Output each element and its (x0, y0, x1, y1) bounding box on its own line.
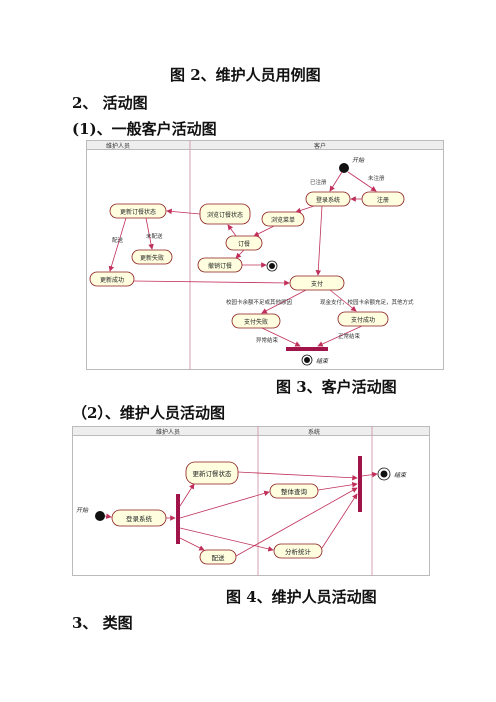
node-register: 注册 (361, 191, 405, 207)
edges (108, 171, 377, 347)
section-3-heading: 3、 类图 (72, 614, 133, 632)
start-label: 开始 (352, 156, 365, 164)
start-node (95, 511, 105, 521)
svg-text:订餐: 订餐 (238, 240, 250, 248)
node-cancel-order: 撤销订餐 (197, 257, 243, 273)
svg-text:支付: 支付 (311, 280, 323, 288)
end-label: 结束 (394, 471, 407, 479)
customer-activity-diagram: 维护人员 客户 开始 更新订餐状态 浏览订餐状态 登录系统 注册 浏览菜单 订餐… (86, 140, 444, 370)
node-browse-menu: 浏览菜单 (261, 211, 305, 227)
node-browse-order-status: 浏览订餐状态 (199, 203, 251, 225)
label-registered: 已注册 (310, 178, 327, 186)
label-normal-end: 正常结束 (338, 332, 361, 340)
join-bar (358, 456, 362, 512)
node-update-fail: 更新失败 (131, 249, 173, 265)
label-abnormal-end: 异常结束 (256, 336, 279, 344)
figure-3-caption: 图 3、客户活动图 (276, 378, 397, 396)
lane-header (72, 426, 430, 436)
svg-text:浏览菜单: 浏览菜单 (271, 216, 295, 224)
end-node (377, 467, 391, 481)
node-update-order-status: 更新订餐状态 (109, 203, 167, 219)
figure-2-caption: 图 2、维护人员用例图 (170, 66, 321, 84)
start-node (339, 163, 349, 173)
fork-bar (176, 494, 180, 544)
svg-text:更新订餐状态: 更新订餐状态 (193, 469, 233, 478)
label-unregistered: 未注册 (368, 174, 385, 182)
svg-text:登录系统: 登录系统 (316, 196, 340, 204)
diagram-frame (72, 426, 430, 576)
start-label: 开始 (76, 506, 89, 514)
node-login-system: 登录系统 (305, 191, 351, 207)
label-fail-condition: 校园卡余额不足或其他原因 (226, 298, 293, 306)
node-order: 订餐 (225, 235, 263, 251)
svg-text:撤销订餐: 撤销订餐 (208, 262, 232, 270)
svg-text:配送: 配送 (212, 553, 226, 562)
node-update-order-status: 更新订餐状态 (185, 461, 239, 485)
node-update-success: 更新成功 (89, 271, 135, 287)
edges (104, 471, 378, 557)
lane-maintainer: 维护人员 (156, 428, 180, 436)
svg-text:登录系统: 登录系统 (126, 514, 153, 523)
maintainer-activity-diagram: 维护人员 系统 开始 登录系统 更新订餐状态 整体查询 配送 分析统计 结束 (72, 426, 430, 576)
subsection-2-heading: （2）、维护人员活动图 (72, 404, 225, 422)
end-node-bottom (301, 354, 313, 366)
svg-text:注册: 注册 (377, 196, 389, 204)
lane-customer: 客户 (314, 142, 326, 150)
node-pay: 支付 (289, 275, 345, 291)
lane-maintainer: 维护人员 (106, 142, 130, 150)
svg-text:支付失败: 支付失败 (244, 318, 268, 326)
end-label: 结束 (316, 357, 329, 365)
svg-text:支付成功: 支付成功 (351, 316, 375, 324)
svg-text:更新成功: 更新成功 (100, 276, 124, 284)
node-login-system: 登录系统 (111, 509, 167, 527)
end-node-top (266, 260, 278, 272)
figure-4-caption: 图 4、维护人员活动图 (226, 588, 377, 606)
lane-system: 系统 (308, 428, 320, 436)
section-2-heading: 2、 活动图 (72, 94, 148, 112)
lane-header (86, 140, 444, 150)
label-deliver: 配送 (112, 236, 124, 244)
join-bar (286, 347, 328, 351)
node-pay-success: 支付成功 (337, 311, 389, 327)
subsection-1-heading: (1)、一般客户活动图 (72, 120, 217, 138)
svg-text:整体查询: 整体查询 (281, 487, 308, 496)
node-analysis: 分析统计 (273, 543, 323, 559)
label-not-delivered: 未配送 (146, 232, 163, 240)
node-pay-fail: 支付失败 (231, 313, 281, 329)
svg-text:浏览订餐状态: 浏览订餐状态 (207, 211, 243, 219)
node-deliver: 配送 (199, 549, 237, 565)
svg-text:更新失败: 更新失败 (140, 254, 164, 262)
node-overall-query: 整体查询 (269, 483, 319, 499)
svg-text:更新订餐状态: 更新订餐状态 (120, 208, 156, 216)
svg-text:分析统计: 分析统计 (285, 547, 312, 556)
label-success-condition: 现金支付，校园卡余额充足，其他方式 (320, 298, 414, 306)
